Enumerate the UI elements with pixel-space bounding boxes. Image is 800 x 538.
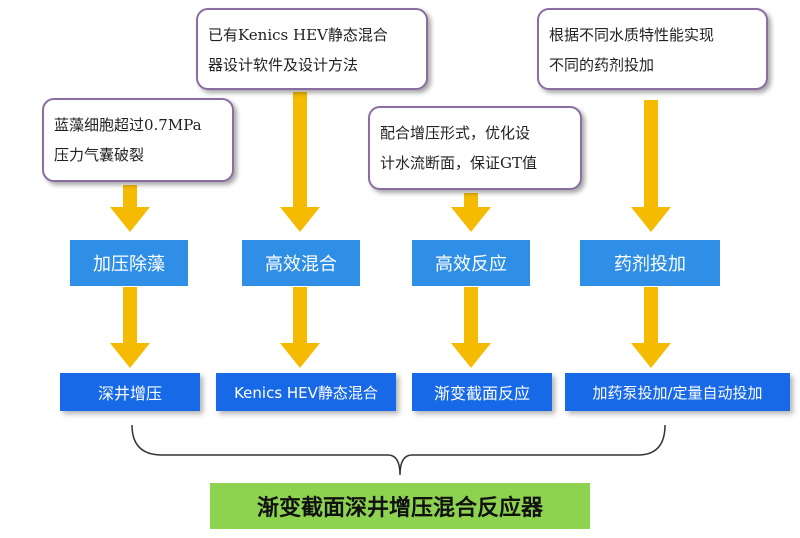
note-kenics-software: 已有Kenics HEV静态混合器设计软件及设计方法 bbox=[196, 8, 428, 90]
result-deep-well-boost: 深井增压 bbox=[60, 373, 200, 411]
arrow-stage4-to-result4 bbox=[631, 287, 671, 368]
arrow-stage1-to-result1 bbox=[110, 287, 150, 368]
arrow-note1-to-stage1 bbox=[110, 185, 150, 232]
curly-brace bbox=[131, 424, 666, 476]
stage-pressure-algae-removal: 加压除藻 bbox=[70, 240, 188, 286]
note-water-quality-dosing: 根据不同水质特性能实现不同的药剂投加 bbox=[537, 8, 768, 90]
note-booster-section: 配合增压形式，优化设计水流断面，保证GT值 bbox=[368, 106, 582, 190]
result-pump-auto-dosing: 加药泵投加/定量自动投加 bbox=[565, 373, 790, 411]
final-reactor-title: 渐变截面深井增压混合反应器 bbox=[210, 483, 590, 529]
arrow-note3-to-stage3 bbox=[451, 193, 491, 232]
arrow-stage3-to-result3 bbox=[451, 287, 491, 368]
arrows bbox=[110, 92, 671, 368]
arrow-stage2-to-result2 bbox=[280, 287, 320, 368]
result-kenics-static-mixing: Kenics HEV静态混合 bbox=[216, 373, 396, 411]
arrow-note2-to-stage2 bbox=[280, 92, 320, 232]
stage-efficient-mixing: 高效混合 bbox=[242, 240, 360, 286]
result-graded-section-reaction: 渐变截面反应 bbox=[412, 373, 552, 411]
stage-chemical-dosing: 药剂投加 bbox=[580, 240, 720, 286]
stage-efficient-reaction: 高效反应 bbox=[412, 240, 530, 286]
arrow-note4-to-stage4 bbox=[631, 100, 671, 232]
